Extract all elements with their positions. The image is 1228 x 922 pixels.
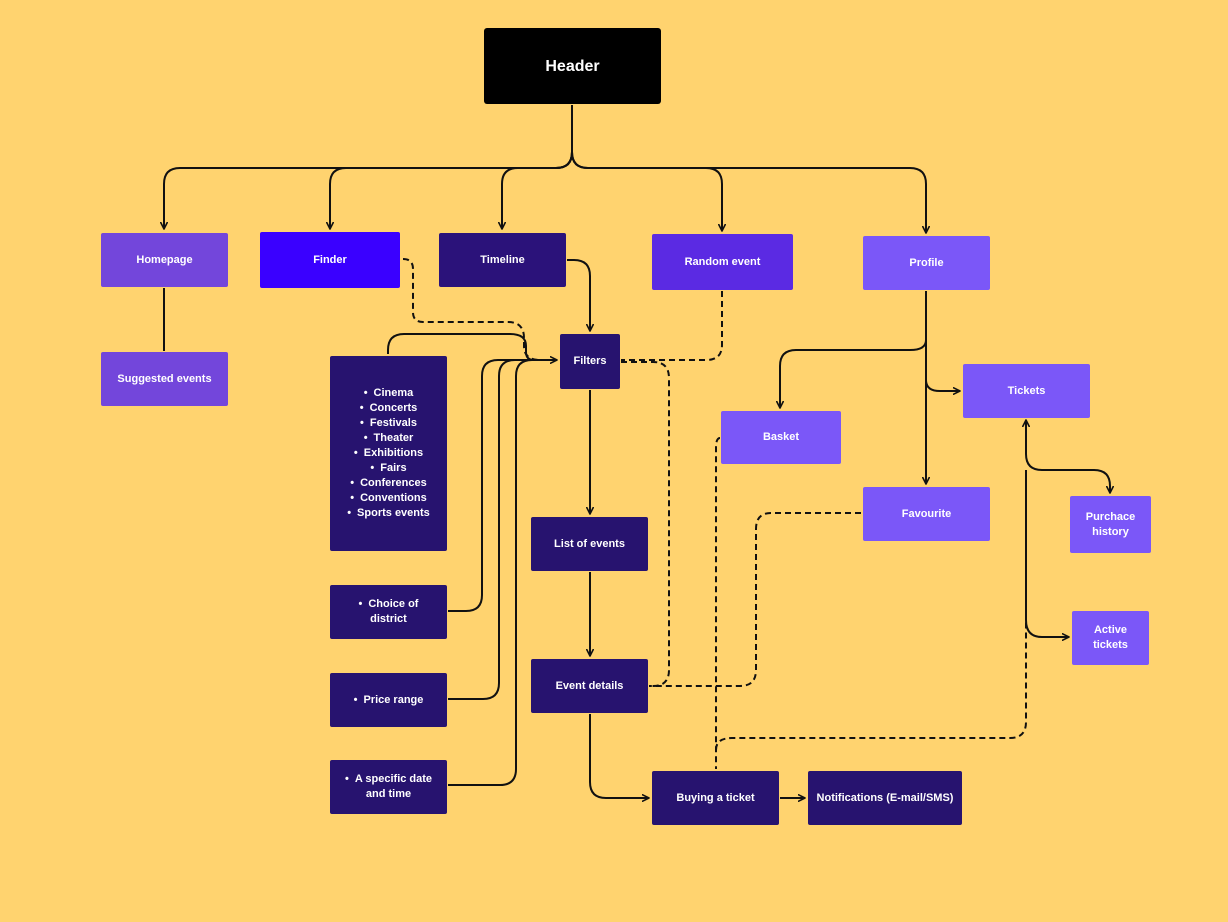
buying-ticket-label: Buying a ticket — [676, 791, 755, 804]
purchase-history-node: Purchace history — [1070, 496, 1151, 553]
connector-tickets-active — [1025, 470, 1070, 641]
purchase-history-label: Purchace history — [1085, 510, 1136, 538]
timeline-label: Timeline — [480, 253, 525, 266]
list-of-events-node: List of events — [531, 517, 648, 571]
header-node: Header — [484, 28, 661, 104]
choice-of-district-label: Choice of district — [348, 597, 429, 627]
specific-date-label: A specific date and time — [340, 772, 437, 802]
active-tickets-node: Active tickets — [1072, 611, 1149, 665]
connector-price-filters — [448, 359, 557, 700]
favourite-label: Favourite — [901, 507, 952, 520]
category-list: Cinema Concerts Festivals Theater Exhibi… — [347, 386, 430, 521]
connector-categories-filters — [387, 333, 558, 364]
choice-of-district-node: Choice of district — [330, 585, 447, 639]
dashed-buying-tickets — [715, 600, 1027, 751]
category-item: Exhibitions — [347, 446, 430, 461]
header-label: Header — [545, 57, 600, 75]
category-item: Concerts — [347, 401, 430, 416]
finder-label: Finder — [313, 253, 347, 266]
price-range-node: Price range — [330, 673, 447, 727]
dashed-finder-filters — [402, 258, 557, 361]
dashed-random-filters — [621, 291, 723, 361]
connector-header-finder — [326, 151, 573, 230]
random-event-node: Random event — [652, 234, 793, 290]
timeline-node: Timeline — [439, 233, 566, 287]
event-details-node: Event details — [531, 659, 648, 713]
event-details-label: Event details — [555, 679, 624, 692]
filters-node: Filters — [560, 334, 620, 389]
active-tickets-label: Active tickets — [1093, 624, 1128, 651]
list-of-events-label: List of events — [554, 537, 625, 550]
category-item: Conventions — [347, 491, 430, 506]
category-item: Sports events — [347, 506, 430, 521]
connector-tickets-purchase — [1022, 419, 1114, 494]
profile-label: Profile — [909, 256, 944, 269]
category-item: Festivals — [347, 416, 430, 431]
random-event-label: Random event — [684, 255, 761, 268]
buying-ticket-node: Buying a ticket — [652, 771, 779, 825]
homepage-label: Homepage — [136, 253, 193, 266]
homepage-node: Homepage — [101, 233, 228, 287]
connector-header-homepage — [160, 151, 573, 230]
category-item: Conferences — [347, 476, 430, 491]
finder-node: Finder — [260, 232, 400, 288]
dashed-filters-details — [621, 361, 670, 687]
categories-node: Cinema Concerts Festivals Theater Exhibi… — [330, 356, 447, 551]
notifications-node: Notifications (E-mail/SMS) — [808, 771, 962, 825]
basket-label: Basket — [762, 431, 800, 443]
connector-header-timeline — [498, 151, 573, 230]
dashed-basket-buying — [715, 437, 721, 769]
category-item: Fairs — [347, 461, 430, 476]
notifications-label: Notifications (E-mail/SMS) — [816, 791, 954, 804]
dashed-favourite-details — [649, 512, 861, 687]
category-item: Theater — [347, 431, 430, 446]
connector-profile-tickets — [925, 340, 961, 395]
basket-node: Basket — [721, 411, 841, 464]
connector-details-buying — [589, 714, 650, 802]
connector-header-random — [571, 151, 726, 232]
category-item: Cinema — [347, 386, 430, 401]
connector-timeline-filters — [567, 259, 594, 332]
price-range-label: Price range — [354, 693, 423, 708]
specific-date-node: A specific date and time — [330, 760, 447, 814]
filters-label: Filters — [573, 355, 607, 367]
connector-date-filters — [448, 359, 557, 786]
favourite-node: Favourite — [863, 487, 990, 541]
tickets-label: Tickets — [1007, 384, 1046, 397]
connector-header-profile — [571, 151, 930, 234]
tickets-node: Tickets — [963, 364, 1090, 418]
connector-profile-basket — [776, 291, 927, 409]
suggested-events-label: Suggested events — [117, 372, 212, 385]
suggested-events-node: Suggested events — [101, 352, 228, 406]
connector-district-filters — [448, 359, 557, 612]
profile-node: Profile — [863, 236, 990, 290]
